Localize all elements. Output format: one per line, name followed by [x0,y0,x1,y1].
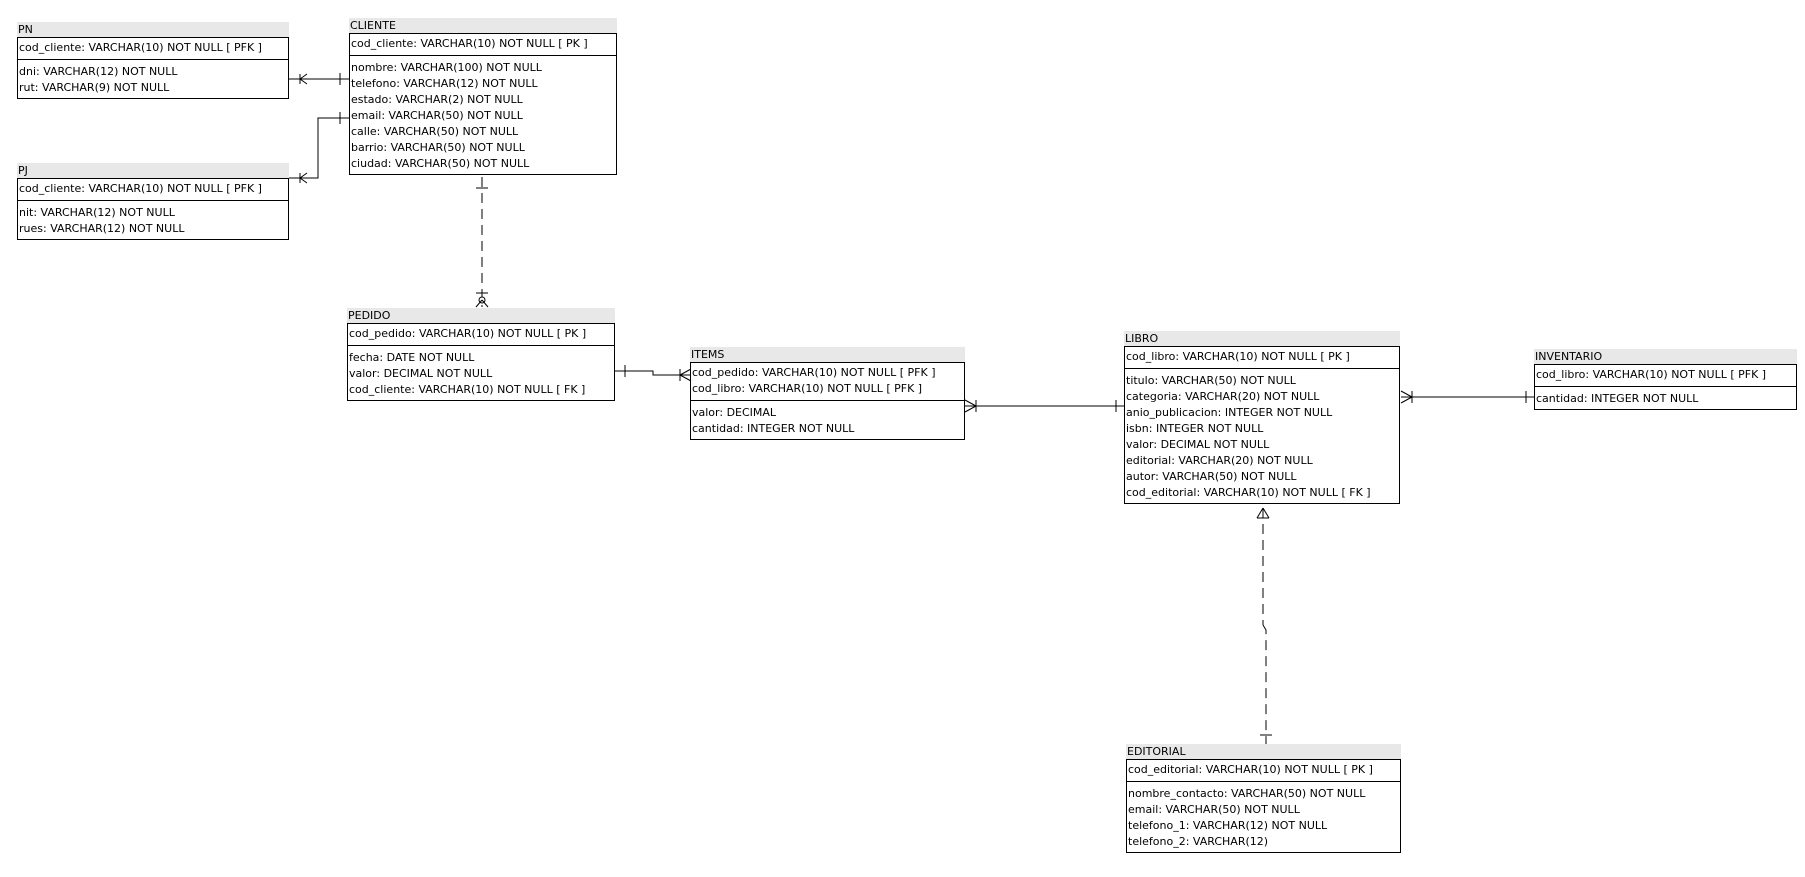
attribute-section: nombre_contacto: VARCHAR(50) NOT NULL em… [1127,782,1400,852]
relation-libro-inventario[interactable] [1400,390,1536,404]
attribute: cod_cliente: VARCHAR(10) NOT NULL [ FK ] [349,383,586,396]
pk-section: cod_cliente: VARCHAR(10) NOT NULL [ PFK … [18,38,288,60]
attribute: fecha: DATE NOT NULL [349,351,475,364]
entity-title: INVENTARIO [1534,349,1797,364]
attribute-section: cantidad: INTEGER NOT NULL [1535,387,1796,409]
attribute: valor: DECIMAL NOT NULL [1126,438,1270,451]
entity-editorial[interactable]: EDITORIAL cod_editorial: VARCHAR(10) NOT… [1126,744,1401,853]
pk-attribute: cod_cliente: VARCHAR(10) NOT NULL [ PFK … [19,182,262,195]
attribute: cantidad: INTEGER NOT NULL [1536,392,1699,405]
relation-pn-cliente[interactable] [288,73,350,85]
attribute: titulo: VARCHAR(50) NOT NULL [1126,374,1296,387]
entity-inventario[interactable]: INVENTARIO cod_libro: VARCHAR(10) NOT NU… [1534,349,1797,410]
pk-attribute: cod_pedido: VARCHAR(10) NOT NULL [ PFK ] [692,366,936,379]
entity-title: PEDIDO [347,308,615,323]
attribute: rut: VARCHAR(9) NOT NULL [19,81,170,94]
entity-title: EDITORIAL [1126,744,1401,759]
entity-title: ITEMS [690,347,965,362]
attribute: rues: VARCHAR(12) NOT NULL [19,222,185,235]
entity-title: CLIENTE [349,18,617,33]
attribute: anio_publicacion: INTEGER NOT NULL [1126,406,1333,419]
attribute: barrio: VARCHAR(50) NOT NULL [351,141,525,154]
pk-attribute: cod_libro: VARCHAR(10) NOT NULL [ PK ] [1126,350,1350,363]
pk-attribute: cod_editorial: VARCHAR(10) NOT NULL [ PK… [1128,763,1373,776]
attribute-section: fecha: DATE NOT NULL valor: DECIMAL NOT … [348,346,614,400]
pk-attribute: cod_libro: VARCHAR(10) NOT NULL [ PFK ] [692,382,923,395]
pk-section: cod_editorial: VARCHAR(10) NOT NULL [ PK… [1127,760,1400,782]
attribute: telefono_2: VARCHAR(12) [1128,835,1269,848]
pk-section: cod_pedido: VARCHAR(10) NOT NULL [ PFK ]… [691,363,964,401]
entity-title: LIBRO [1124,331,1400,346]
relation-pedido-items[interactable] [615,365,692,382]
attribute-section: valor: DECIMAL cantidad: INTEGER NOT NUL… [691,401,964,439]
attribute: isbn: INTEGER NOT NULL [1126,422,1264,435]
relation-editorial-libro[interactable] [1256,507,1272,745]
entity-pj[interactable]: PJ cod_cliente: VARCHAR(10) NOT NULL [ P… [17,163,289,240]
attribute: valor: DECIMAL [692,406,777,419]
relation-pj-cliente[interactable] [288,112,350,184]
relation-cliente-pedido[interactable] [475,177,489,308]
attribute-section: nombre: VARCHAR(100) NOT NULL telefono: … [350,56,616,174]
attribute: email: VARCHAR(50) NOT NULL [351,109,523,122]
entity-title: PJ [17,163,289,178]
pk-section: cod_libro: VARCHAR(10) NOT NULL [ PFK ] [1535,365,1796,387]
pk-attribute: cod_cliente: VARCHAR(10) NOT NULL [ PFK … [19,41,262,54]
entity-cliente[interactable]: CLIENTE cod_cliente: VARCHAR(10) NOT NUL… [349,18,617,175]
attribute-section: titulo: VARCHAR(50) NOT NULL categoria: … [1125,369,1399,503]
attribute-section: nit: VARCHAR(12) NOT NULL rues: VARCHAR(… [18,201,288,239]
attribute: email: VARCHAR(50) NOT NULL [1128,803,1300,816]
pk-section: cod_libro: VARCHAR(10) NOT NULL [ PK ] [1125,347,1399,369]
relation-libro-items[interactable] [964,399,1126,413]
attribute: dni: VARCHAR(12) NOT NULL [19,65,178,78]
pk-attribute: cod_pedido: VARCHAR(10) NOT NULL [ PK ] [349,327,587,340]
entity-pedido[interactable]: PEDIDO cod_pedido: VARCHAR(10) NOT NULL … [347,308,615,401]
attribute: nit: VARCHAR(12) NOT NULL [19,206,175,219]
attribute: editorial: VARCHAR(20) NOT NULL [1126,454,1313,467]
attribute: calle: VARCHAR(50) NOT NULL [351,125,519,138]
entity-libro[interactable]: LIBRO cod_libro: VARCHAR(10) NOT NULL [ … [1124,331,1400,504]
attribute: autor: VARCHAR(50) NOT NULL [1126,470,1297,483]
pk-attribute: cod_cliente: VARCHAR(10) NOT NULL [ PK ] [351,37,588,50]
attribute: estado: VARCHAR(2) NOT NULL [351,93,523,106]
pk-attribute: cod_libro: VARCHAR(10) NOT NULL [ PFK ] [1536,368,1767,381]
entity-items[interactable]: ITEMS cod_pedido: VARCHAR(10) NOT NULL [… [690,347,965,440]
attribute: valor: DECIMAL NOT NULL [349,367,493,380]
pk-section: cod_cliente: VARCHAR(10) NOT NULL [ PFK … [18,179,288,201]
attribute: nombre: VARCHAR(100) NOT NULL [351,61,542,74]
attribute-section: dni: VARCHAR(12) NOT NULL rut: VARCHAR(9… [18,60,288,98]
attribute: cantidad: INTEGER NOT NULL [692,422,855,435]
attribute: telefono: VARCHAR(12) NOT NULL [351,77,538,90]
attribute: telefono_1: VARCHAR(12) NOT NULL [1128,819,1328,832]
pk-section: cod_pedido: VARCHAR(10) NOT NULL [ PK ] [348,324,614,346]
pk-section: cod_cliente: VARCHAR(10) NOT NULL [ PK ] [350,34,616,56]
attribute: ciudad: VARCHAR(50) NOT NULL [351,157,530,170]
attribute: nombre_contacto: VARCHAR(50) NOT NULL [1128,787,1366,800]
entity-pn[interactable]: PN cod_cliente: VARCHAR(10) NOT NULL [ P… [17,22,289,99]
entity-title: PN [17,22,289,37]
attribute: cod_editorial: VARCHAR(10) NOT NULL [ FK… [1126,486,1371,499]
attribute: categoria: VARCHAR(20) NOT NULL [1126,390,1320,403]
